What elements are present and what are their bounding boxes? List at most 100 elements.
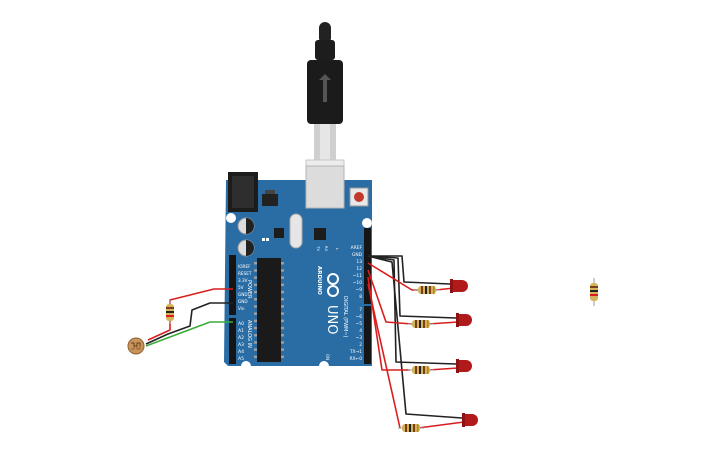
- pin-label-3: ~3: [356, 335, 363, 341]
- pin-label-gnd1: GND: [238, 292, 248, 297]
- pin-label-a2: A2: [238, 335, 244, 341]
- pin-label-5v: 5V: [238, 285, 244, 290]
- pin-label-13: 13: [356, 259, 362, 265]
- wire-pin12-led2[interactable]: [367, 269, 413, 325]
- digital-header-bottom: [364, 306, 371, 364]
- power-section-label: POWER: [246, 280, 252, 299]
- chip-pin: [254, 262, 257, 265]
- chip-pin: [254, 326, 257, 330]
- pin-label-3v3: 3.3V: [238, 278, 248, 283]
- pin-label-8: 8: [359, 294, 362, 300]
- resistor-4[interactable]: [398, 424, 424, 432]
- wire-led4-gnd[interactable]: [367, 255, 463, 419]
- board-name-label: ARDUINO: [316, 266, 322, 295]
- analog-section-label: ANALOG IN: [246, 320, 252, 348]
- pin-label-11: ~11: [353, 273, 362, 279]
- led-4[interactable]: [462, 413, 478, 427]
- pin-label-a5: A5: [238, 356, 244, 362]
- power-pin-labels: IOREF RESET 3.3V 5V GND GND Vin: [238, 264, 252, 311]
- led-label-tx: TX: [316, 245, 321, 251]
- chip-pin: [254, 298, 257, 301]
- chip-pin: [254, 355, 257, 359]
- wire-gnd-black[interactable]: [145, 302, 233, 345]
- digital-section-label: DIGITAL (PWM~): [342, 296, 348, 338]
- pin-label-a3: A3: [238, 342, 244, 348]
- resistor-unconnected[interactable]: [590, 278, 598, 306]
- chip-pin: [281, 305, 284, 308]
- chip-pin: [281, 334, 284, 337]
- resistor-3[interactable]: [408, 366, 434, 374]
- wire-led2-gnd[interactable]: [367, 255, 457, 319]
- arduino-uno-board[interactable]: UNO ARDUINO ON POWER ANALOG IN DIGITAL (…: [224, 165, 372, 371]
- chip-pin: [281, 341, 284, 344]
- resistor-ldr-divider[interactable]: [166, 300, 174, 324]
- digital-pin-labels-bottom: 7 ~6 ~5 4 ~3 2 TX→1 RX←0: [349, 307, 362, 362]
- chip-pin: [254, 334, 257, 337]
- resistor-1[interactable]: [414, 286, 440, 294]
- power-header: [229, 255, 236, 315]
- wire-r4-led4[interactable]: [417, 421, 465, 429]
- led-1[interactable]: [450, 279, 468, 293]
- led-label-l: L: [335, 248, 340, 251]
- chip-pin: [281, 269, 284, 272]
- pin-label-ioref: IOREF: [238, 264, 251, 269]
- atmega-chip: [257, 258, 281, 362]
- led-3[interactable]: [456, 359, 472, 373]
- led-label-rx: RX: [324, 246, 329, 252]
- led-2[interactable]: [456, 313, 472, 327]
- on-led-label: ON: [325, 354, 330, 360]
- chip-pin: [281, 262, 284, 265]
- chip-pin: [254, 269, 257, 272]
- pin-label-gnd3: GND: [352, 252, 363, 258]
- wire-a0-green[interactable]: [145, 321, 233, 347]
- pin-label-rx: RX←0: [349, 356, 362, 362]
- wire-pin10-led4[interactable]: [367, 283, 401, 429]
- pin-label-2: 2: [359, 342, 362, 348]
- pin-label-10: ~10: [353, 280, 362, 286]
- pin-label-gnd2: GND: [238, 299, 248, 304]
- chip-pin: [281, 298, 284, 301]
- chip-pin: [281, 312, 284, 315]
- pin-label-6: ~6: [356, 314, 363, 320]
- pin-label-a0: A0: [238, 321, 244, 327]
- chip-pin: [254, 341, 257, 344]
- pin-label-7: 7: [359, 307, 362, 313]
- pin-label-a4: A4: [238, 349, 244, 355]
- chip-pin: [254, 305, 257, 308]
- digital-pin-labels-top: AREF GND 13 12 ~11 ~10 ~9 8: [351, 245, 363, 300]
- chip-pin: [281, 355, 284, 359]
- analog-pin-labels: A0 A1 A2 A3 A4 A5: [238, 321, 244, 362]
- chip-pin: [254, 319, 257, 323]
- chip-pin: [254, 290, 257, 294]
- digital-header-top: [364, 228, 371, 304]
- pin-label-tx: TX→1: [349, 349, 362, 355]
- pin-label-aref: AREF: [351, 245, 363, 251]
- chip-pin: [281, 290, 284, 294]
- chip-pin: [281, 319, 284, 323]
- photoresistor[interactable]: [127, 337, 145, 355]
- resistor-2[interactable]: [408, 320, 434, 328]
- chip-pin: [281, 326, 284, 330]
- pin-label-5: ~5: [356, 321, 363, 327]
- chip-pin: [254, 276, 257, 279]
- pin-label-12: 12: [356, 266, 362, 272]
- pin-label-a1: A1: [238, 328, 244, 334]
- chip-pin: [254, 312, 257, 315]
- arduino-logo: [327, 273, 339, 297]
- pin-label-vin: Vin: [238, 306, 245, 311]
- chip-pin: [281, 283, 284, 287]
- chip-pin: [254, 348, 257, 351]
- pin-label-reset: RESET: [238, 271, 252, 276]
- analog-header: [229, 318, 236, 364]
- pin-label-4: 4: [359, 328, 362, 334]
- chip-pin: [254, 283, 257, 287]
- wire-led1-gnd[interactable]: [368, 255, 451, 285]
- wire-5v-red[interactable]: [169, 288, 233, 304]
- wire-led3-gnd[interactable]: [367, 255, 457, 365]
- chip-pin: [281, 348, 284, 351]
- wire-ldr-resistor[interactable]: [147, 320, 171, 341]
- pin-label-9: ~9: [356, 287, 363, 293]
- board-model-label: UNO: [324, 305, 339, 334]
- chip-pin: [281, 276, 284, 279]
